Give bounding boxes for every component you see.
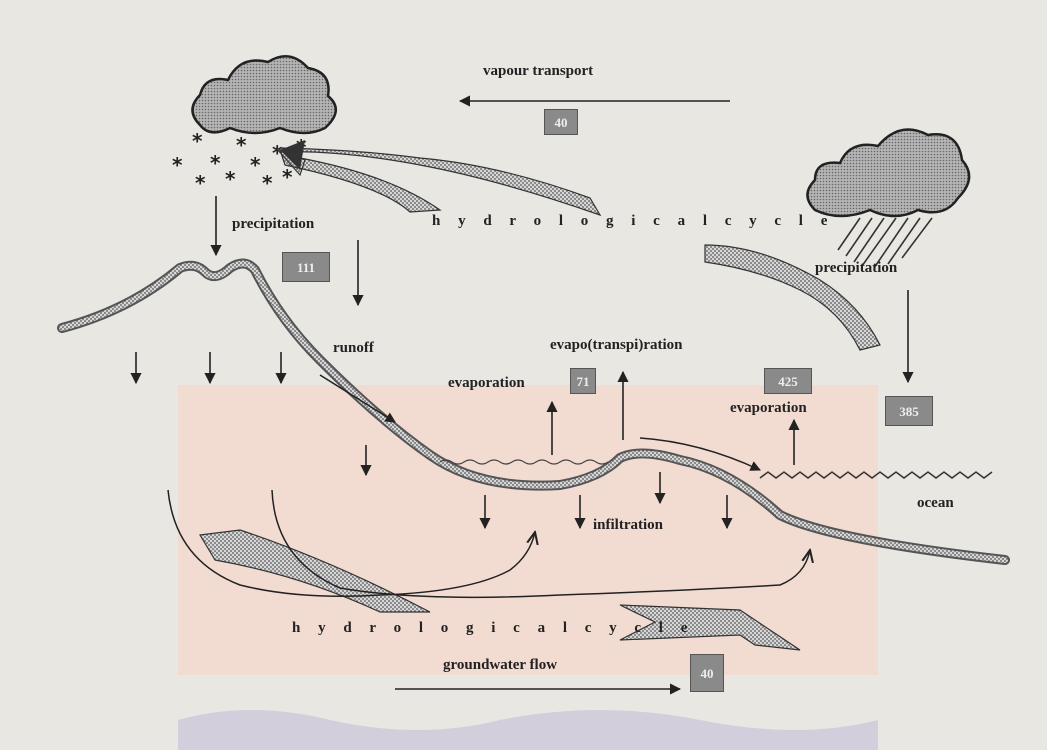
- svg-text:*: *: [225, 167, 236, 191]
- svg-text:*: *: [195, 171, 206, 195]
- label-infiltration: infiltration: [593, 517, 663, 534]
- svg-text:*: *: [236, 133, 247, 157]
- label-ocean: ocean: [917, 495, 954, 512]
- label-hydrological-cycle-bottom: h y d r o l o g i c a l c y c l e: [292, 620, 694, 637]
- svg-text:*: *: [210, 151, 221, 175]
- value-precipitation-ocean: 385: [885, 396, 933, 426]
- label-vapour-transport: vapour transport: [483, 63, 593, 80]
- label-evaporation-ocean: evaporation: [730, 400, 807, 417]
- label-precipitation-land: precipitation: [232, 216, 314, 233]
- value-evapotranspiration: 71: [570, 368, 596, 394]
- label-groundwater-flow: groundwater flow: [443, 657, 557, 674]
- label-hydrological-cycle-top: h y d r o l o g i c a l c y c l e: [432, 213, 834, 230]
- snow-cloud-icon: [193, 56, 336, 133]
- bottom-wave: [178, 710, 878, 750]
- value-vapour-transport: 40: [544, 109, 578, 135]
- svg-text:*: *: [192, 129, 203, 153]
- svg-text:*: *: [262, 171, 273, 195]
- value-groundwater-flow: 40: [690, 654, 724, 692]
- rain-cloud-icon: [808, 130, 970, 268]
- svg-text:*: *: [282, 165, 293, 189]
- value-evaporation-ocean: 425: [764, 368, 812, 394]
- value-precipitation-land: 111: [282, 252, 330, 282]
- label-precipitation-ocean: precipitation: [815, 260, 897, 277]
- label-evaporation-land: evaporation: [448, 375, 525, 392]
- svg-text:*: *: [250, 153, 261, 177]
- svg-text:*: *: [172, 153, 183, 177]
- label-evapotranspiration: evapo(transpi)ration: [550, 337, 683, 354]
- label-runoff: runoff: [333, 340, 374, 357]
